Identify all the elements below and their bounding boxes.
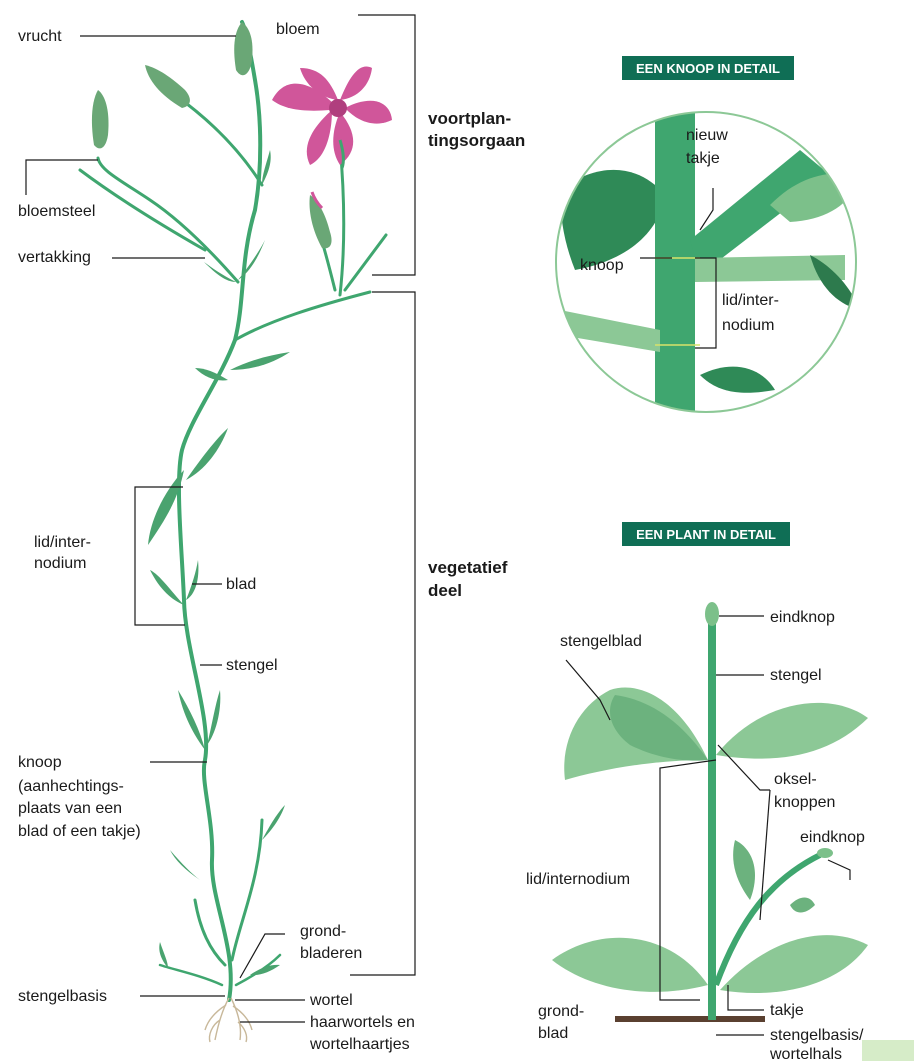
- group-voortplanting-1: voortplan-: [428, 109, 511, 128]
- base-branch-right-small: [236, 955, 280, 985]
- plant-label-lid: lid/internodium: [526, 871, 630, 888]
- group-vegetatief-1: vegetatief: [428, 558, 508, 577]
- knoop-detail: EEN KNOOP IN DETAIL nieuw: [550, 56, 870, 430]
- plant-label-stengelblad: stengelblad: [560, 633, 642, 650]
- plant-label-stengel: stengel: [770, 667, 822, 684]
- detail-stem: [708, 622, 716, 1020]
- knoop-label-lid-2: nodium: [722, 317, 774, 334]
- plant-label-oksel-1: oksel-: [774, 771, 817, 788]
- label-bloem: bloem: [276, 21, 320, 38]
- label-haarwortels-2: wortelhaartjes: [309, 1036, 410, 1053]
- group-voortplanting-2: tingsorgaan: [428, 131, 525, 150]
- label-grond-2: bladeren: [300, 945, 362, 962]
- plant-label-takje: takje: [770, 1002, 804, 1019]
- label-vertakking: vertakking: [18, 249, 91, 266]
- label-wortel: wortel: [309, 992, 353, 1009]
- fruit-left: [92, 90, 109, 148]
- plant-label-stengelbasis-2: wortelhals: [769, 1046, 842, 1061]
- label-knoop-4: blad of een takje): [18, 823, 141, 840]
- plant-detail: EEN PLANT IN DETAIL eindknop stengelblad: [526, 522, 914, 1061]
- bud-pink: [310, 195, 332, 248]
- branch-to-flowers: [235, 292, 370, 340]
- plant-label-eindknop-side: eindknop: [800, 829, 865, 846]
- leaf-spike: [345, 235, 386, 290]
- plant-label-stengelbasis-1: stengelbasis/: [770, 1027, 864, 1044]
- label-bloemsteel: bloemsteel: [18, 203, 95, 220]
- plant-label-grondblad-1: grond-: [538, 1003, 584, 1020]
- branch-fruit-left: [98, 158, 238, 282]
- base-branch-left-small: [160, 965, 222, 985]
- knoop-label-knoop: knoop: [580, 257, 624, 274]
- base-branch-right: [232, 820, 262, 960]
- plant-detail-title: EEN PLANT IN DETAIL: [636, 527, 776, 542]
- label-grond-1: grond-: [300, 923, 346, 940]
- label-blad: blad: [226, 576, 256, 593]
- group-vegetatief-2: deel: [428, 581, 462, 600]
- label-vrucht: vrucht: [18, 28, 62, 45]
- knoop-label-nieuw-1: nieuw: [686, 127, 728, 144]
- soil-light: [862, 1040, 914, 1061]
- plant-label-grondblad-2: blad: [538, 1025, 568, 1042]
- label-haarwortels-1: haarwortels en: [310, 1014, 415, 1031]
- label-knoop-3: plaats van een: [18, 800, 122, 817]
- soil: [615, 1016, 765, 1022]
- plant-label-oksel-2: knoppen: [774, 794, 835, 811]
- label-stengelbasis: stengelbasis: [18, 988, 107, 1005]
- knoop-label-nieuw-2: takje: [686, 150, 720, 167]
- left-plant-illustration: [80, 22, 392, 1042]
- fruits: [92, 22, 332, 248]
- main-stem: [179, 22, 260, 1000]
- label-lid-1: lid/inter-: [34, 534, 91, 551]
- label-stengel: stengel: [226, 657, 278, 674]
- fruit-top: [234, 22, 252, 75]
- plant-label-eindknop-top: eindknop: [770, 609, 835, 626]
- label-knoop-2: (aanhechtings-: [18, 778, 124, 795]
- knoop-label-lid-1: lid/inter-: [722, 292, 779, 309]
- left-labels: vrucht bloem bloemsteel vertakking lid/i…: [18, 21, 525, 1053]
- left-leader-lines: [26, 15, 415, 1022]
- fruit-mid: [145, 65, 190, 108]
- label-lid-2: nodium: [34, 555, 86, 572]
- branch-left-long: [80, 170, 205, 250]
- label-knoop-1: knoop: [18, 754, 62, 771]
- knoop-detail-title: EEN KNOOP IN DETAIL: [636, 61, 780, 76]
- roots: [205, 998, 252, 1042]
- leaves-left-plant: [148, 150, 290, 975]
- detail-top-bud: [705, 602, 719, 626]
- flower-bloem: [272, 67, 392, 168]
